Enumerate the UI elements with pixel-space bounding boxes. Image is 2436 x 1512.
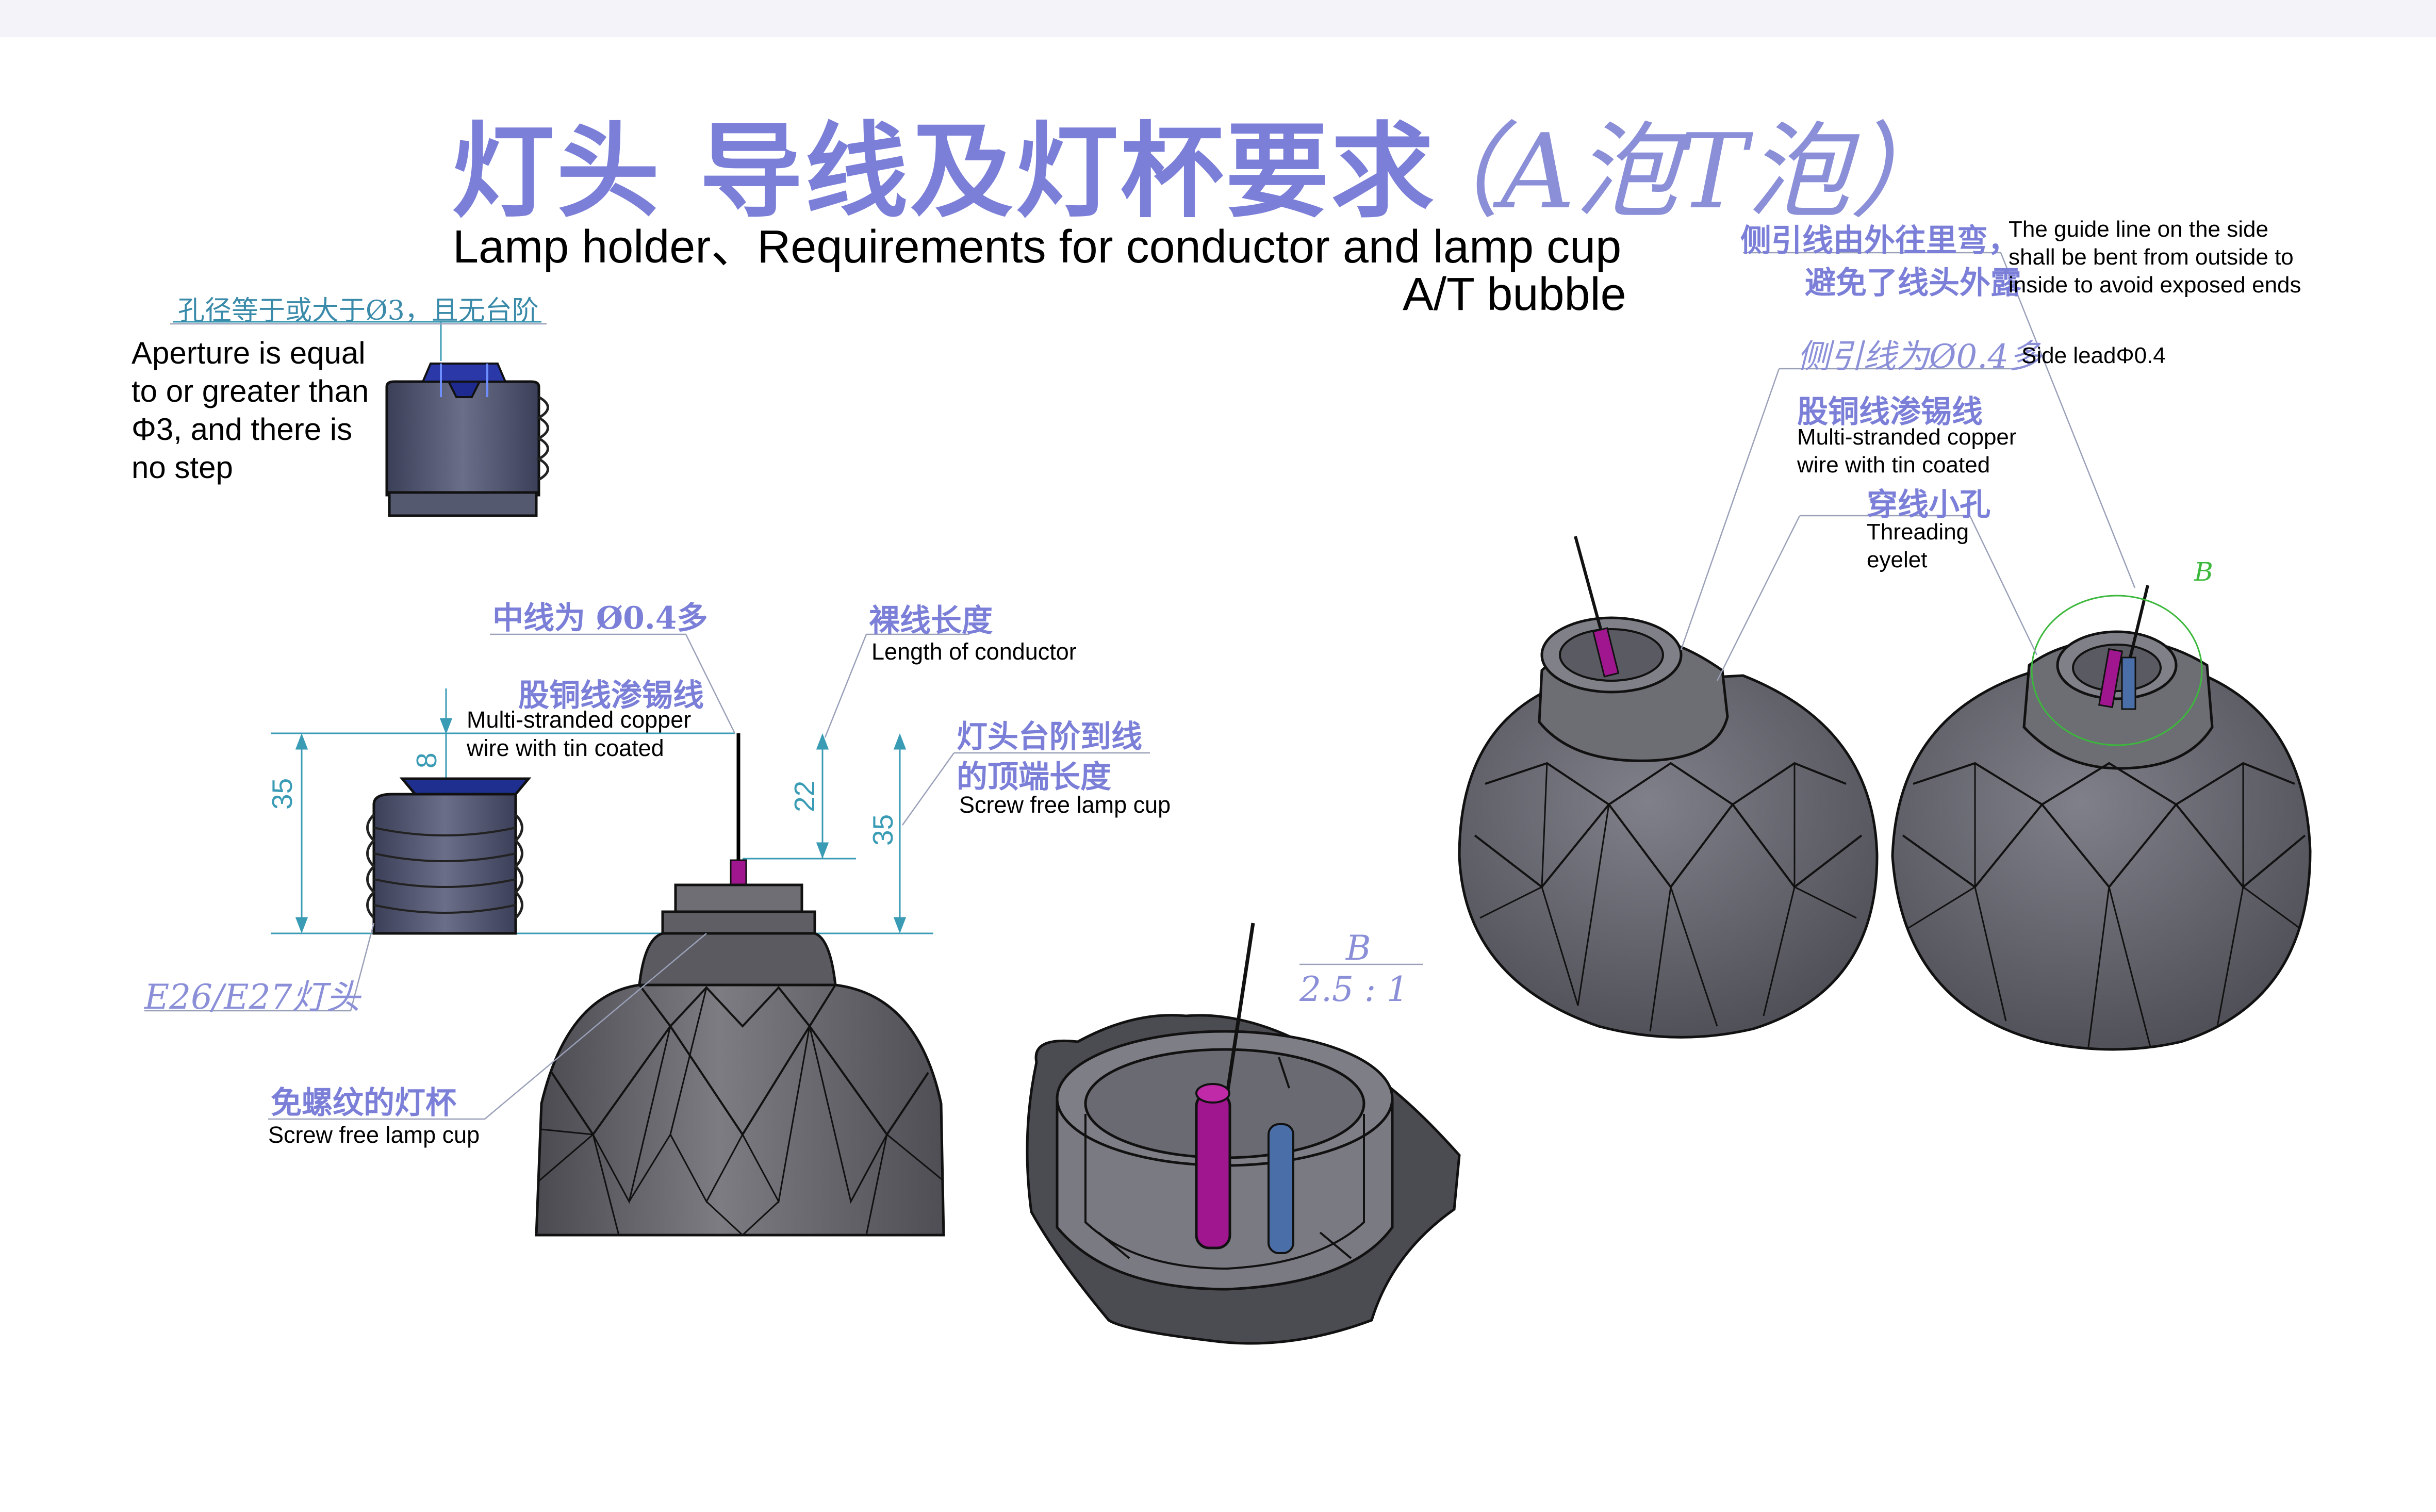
aperture-note-chinese: 孔径等于或大于Ø3，且无台阶 bbox=[178, 295, 539, 326]
center-wire-english-2: wire with tin coated bbox=[467, 735, 664, 761]
side-guide-chinese-1: 侧引线由外往里弯， bbox=[1740, 223, 2019, 259]
title-english: Lamp holder、Requirements for conductor a… bbox=[453, 221, 1622, 273]
side-guide-english-3: inside to avoid exposed ends bbox=[2009, 272, 2301, 298]
step-to-end-chinese-2: 的顶端长度 bbox=[957, 759, 1111, 795]
dimension-22: 22 bbox=[788, 780, 820, 812]
detail-b-drawing bbox=[1026, 923, 1461, 1345]
title-english-sub: A/T bubble bbox=[1403, 269, 1626, 320]
bare-wire-english: Length of conductor bbox=[871, 638, 1077, 665]
dimension-35-left: 35 bbox=[266, 778, 298, 810]
title-chinese-suffix: （A泡T泡） bbox=[1397, 112, 1953, 232]
detail-scale: 2.5 : 1 bbox=[1299, 969, 1409, 1009]
side-guide-english-1: The guide line on the side bbox=[2009, 217, 2268, 242]
strand-wire-english-2: wire with tin coated bbox=[1797, 452, 1990, 478]
center-wire-type: 股铜线渗锡线 bbox=[518, 678, 704, 714]
detail-letter: B bbox=[1346, 928, 1371, 968]
top-band bbox=[0, 0, 2436, 37]
aperture-note-english: Aperture is equal to or greater than Φ3,… bbox=[131, 336, 369, 485]
center-cup-drawing bbox=[535, 733, 945, 1237]
e27-base-drawing bbox=[366, 777, 532, 935]
leader-lines-right bbox=[1680, 252, 2136, 681]
strand-wire-chinese: 股铜线渗锡线 bbox=[1797, 394, 1983, 430]
leader-lines-center bbox=[144, 323, 1423, 1120]
right-dome-2 bbox=[1891, 585, 2312, 1051]
small-lamp-holder bbox=[173, 321, 549, 517]
dimension-8: 8 bbox=[410, 752, 442, 768]
step-to-end-chinese-1: 灯头台阶到线 bbox=[957, 719, 1142, 755]
center-wire-diameter: 中线为 Ø0.4多 bbox=[492, 600, 708, 636]
detail-marker-b: B bbox=[2194, 557, 2213, 587]
dimension-35-right: 35 bbox=[867, 814, 899, 846]
center-wire-english-1: Multi-stranded copper bbox=[467, 706, 692, 733]
eyelet-chinese: 穿线小孔 bbox=[1867, 487, 1990, 523]
base-label: E26/E27灯头 bbox=[144, 977, 360, 1017]
side-guide-chinese-2: 避免了线头外露 bbox=[1805, 265, 2021, 301]
cup-label-english: Screw free lamp cup bbox=[268, 1122, 480, 1148]
bare-wire-chinese: 裸线长度 bbox=[869, 603, 993, 639]
eyelet-english-1: Threading bbox=[1867, 519, 1969, 545]
eyelet-english-2: eyelet bbox=[1867, 547, 1928, 572]
title-chinese: 灯头 导线及灯杯要求 bbox=[451, 111, 1436, 232]
right-dome-1 bbox=[1458, 536, 1879, 1039]
strand-wire-english-1: Multi-stranded copper bbox=[1797, 424, 2017, 450]
side-guide-english-2: shall be bent from outside to bbox=[2009, 244, 2294, 270]
step-to-end-english: Screw free lamp cup bbox=[959, 792, 1171, 818]
side-lead-english: Side leadΦ0.4 bbox=[2021, 343, 2166, 368]
side-lead-chinese: 侧引线为Ø0.4多 bbox=[1797, 338, 2042, 376]
cup-label-chinese: 免螺纹的灯杯 bbox=[271, 1085, 456, 1121]
